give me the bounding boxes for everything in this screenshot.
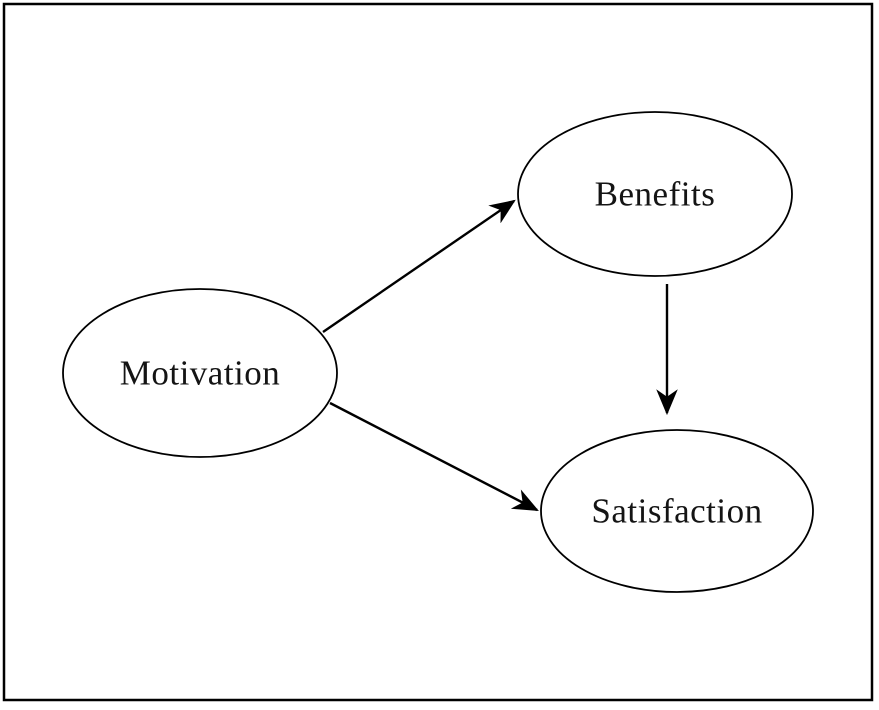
node-label-motivation: Motivation	[120, 354, 281, 393]
node-label-benefits: Benefits	[595, 175, 716, 214]
edge-motivation-to-satisfaction	[329, 401, 539, 512]
edge-motivation-to-benefits	[322, 199, 516, 333]
node-ellipse-motivation	[62, 288, 338, 458]
page-border	[2, 2, 874, 702]
node-ellipse-satisfaction	[540, 429, 814, 593]
node-ellipse-benefits	[517, 111, 793, 277]
node-label-satisfaction: Satisfaction	[591, 492, 762, 531]
